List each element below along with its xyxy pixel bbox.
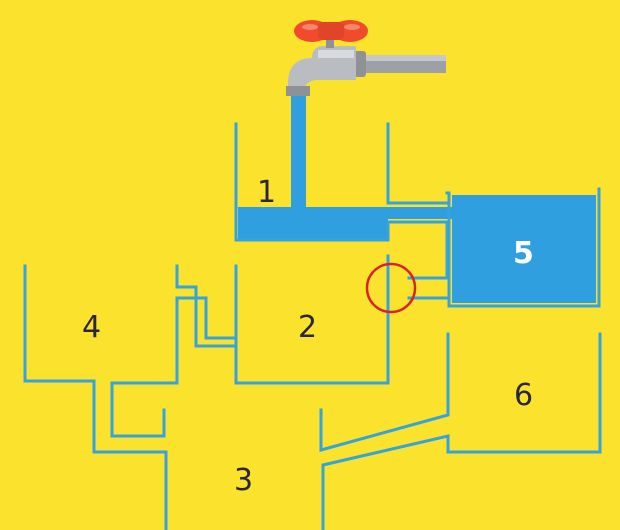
container-2[interactable] [110, 254, 390, 438]
container-4[interactable] [23, 264, 168, 530]
container-label-6: 6 [514, 378, 533, 413]
faucet-icon [286, 20, 446, 96]
blocked-pipe-circle[interactable] [365, 262, 417, 314]
container-1[interactable] [234, 122, 452, 280]
water-stream [291, 96, 306, 212]
container-3[interactable] [319, 332, 602, 530]
container-label-1: 1 [257, 175, 276, 210]
container-label-3: 3 [234, 463, 253, 498]
container-label-2: 2 [298, 310, 317, 345]
container-5[interactable] [407, 187, 601, 308]
faucet-handle-icon[interactable] [294, 20, 368, 42]
container-label-5: 5 [513, 236, 534, 271]
container-label-4: 4 [82, 310, 101, 345]
